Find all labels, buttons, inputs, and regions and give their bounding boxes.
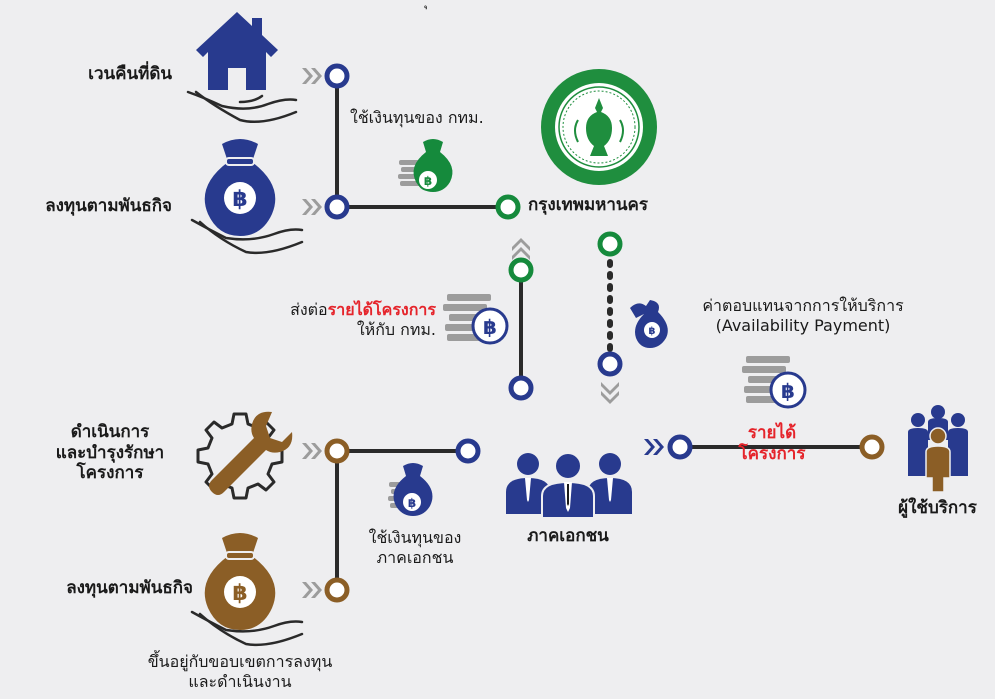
money-bag-icon: ฿	[393, 463, 433, 516]
scope-line1: ขึ้นอยู่กับขอบเขตการลงทุน	[147, 652, 333, 671]
node-operate	[324, 438, 350, 464]
hand-icon	[190, 218, 304, 255]
forward-line2: ให้กับ กทม.	[356, 319, 436, 339]
forward-prefix: ส่งต่อ	[290, 300, 328, 319]
label-project-revenue: รายได้ โครงการ	[712, 423, 832, 464]
money-bag-icon: ฿	[413, 139, 453, 192]
node-private-funding	[455, 438, 481, 464]
svg-text:฿: ฿	[424, 174, 432, 188]
node-payment-bottom	[597, 351, 623, 377]
hand-icon	[186, 90, 298, 123]
label-availability-payment: ค่าตอบแทนจากการให้บริการ (Availability P…	[672, 296, 934, 335]
node-land	[324, 63, 350, 89]
label-land-return: เวนคืนที่ดิน	[88, 64, 172, 84]
coin-stack-icon: ฿	[742, 356, 807, 409]
chevron-left-icon	[302, 443, 322, 598]
revenue-line1: รายได้	[747, 423, 797, 443]
business-people-icon	[506, 452, 632, 519]
node-invest-bma	[324, 194, 350, 220]
node-invest-private	[324, 577, 350, 603]
operate-line2: และบำรุงรักษา	[55, 442, 165, 463]
chevron-left-icon	[302, 68, 322, 215]
scope-line2: และดำเนินงาน	[188, 671, 292, 691]
money-bag-icon: ฿	[630, 300, 668, 348]
label-bma-funding: ใช้เงินทุนของ กทม.	[350, 108, 484, 127]
label-invest-mission-bma: ลงทุนตามพันธกิจ	[45, 196, 172, 216]
forward-highlight: รายได้โครงการ	[327, 300, 436, 319]
availability-line2: (Availability Payment)	[715, 315, 891, 335]
svg-text:฿: ฿	[232, 581, 247, 606]
availability-line1: ค่าตอบแทนจากการให้บริการ	[702, 296, 904, 315]
label-operate-maintain: ดำเนินการ และบำรุงรักษา โครงการ	[30, 422, 190, 484]
label-forward-revenue: ส่งต่อรายได้โครงการ ให้กับ กทม.	[290, 300, 436, 339]
svg-text:฿: ฿	[781, 379, 795, 403]
label-service-users: ผู้ใช้บริการ	[898, 498, 977, 518]
bangkok-seal-icon	[541, 69, 657, 185]
svg-text:฿: ฿	[408, 496, 416, 510]
node-revenue-left	[667, 434, 693, 460]
node-payment-top	[597, 231, 623, 257]
label-invest-mission-private: ลงทุนตามพันธกิจ	[66, 578, 193, 598]
node-forward-bottom	[508, 375, 534, 401]
private-funding-line2: ภาคเอกชน	[376, 547, 454, 567]
svg-text:฿: ฿	[232, 187, 247, 212]
svg-text:฿: ฿	[483, 315, 497, 339]
money-bag-icon: ฿	[204, 533, 276, 630]
flow-nodes	[324, 63, 885, 603]
chevron-down-icon	[601, 382, 619, 404]
node-users	[859, 434, 885, 460]
label-scope: ขึ้นอยู่กับขอบเขตการลงทุน และดำเนินงาน	[100, 652, 380, 691]
node-forward-top	[508, 257, 534, 283]
operate-line1: ดำเนินการ	[70, 422, 150, 442]
users-group-icon	[908, 405, 968, 493]
label-private-sector: ภาคเอกชน	[527, 526, 609, 546]
connector-lines	[335, 76, 872, 590]
private-funding-line1: ใช้เงินทุนของ	[368, 528, 462, 547]
house-icon	[196, 12, 278, 90]
revenue-line2: โครงการ	[738, 443, 806, 464]
label-bma: กรุงเทพมหานคร	[528, 195, 649, 215]
hand-icon	[190, 610, 304, 647]
label-private-funding: ใช้เงินทุนของ ภาคเอกชน	[340, 528, 490, 567]
node-bma	[495, 194, 521, 220]
chevron-up-icon	[512, 238, 530, 260]
operate-line3: โครงการ	[76, 463, 144, 484]
svg-text:฿: ฿	[649, 326, 656, 337]
money-bag-icon: ฿	[204, 139, 276, 236]
coin-stack-icon: ฿	[443, 294, 509, 345]
chevron-left-icon	[644, 439, 664, 455]
gear-wrench-icon	[196, 411, 293, 500]
